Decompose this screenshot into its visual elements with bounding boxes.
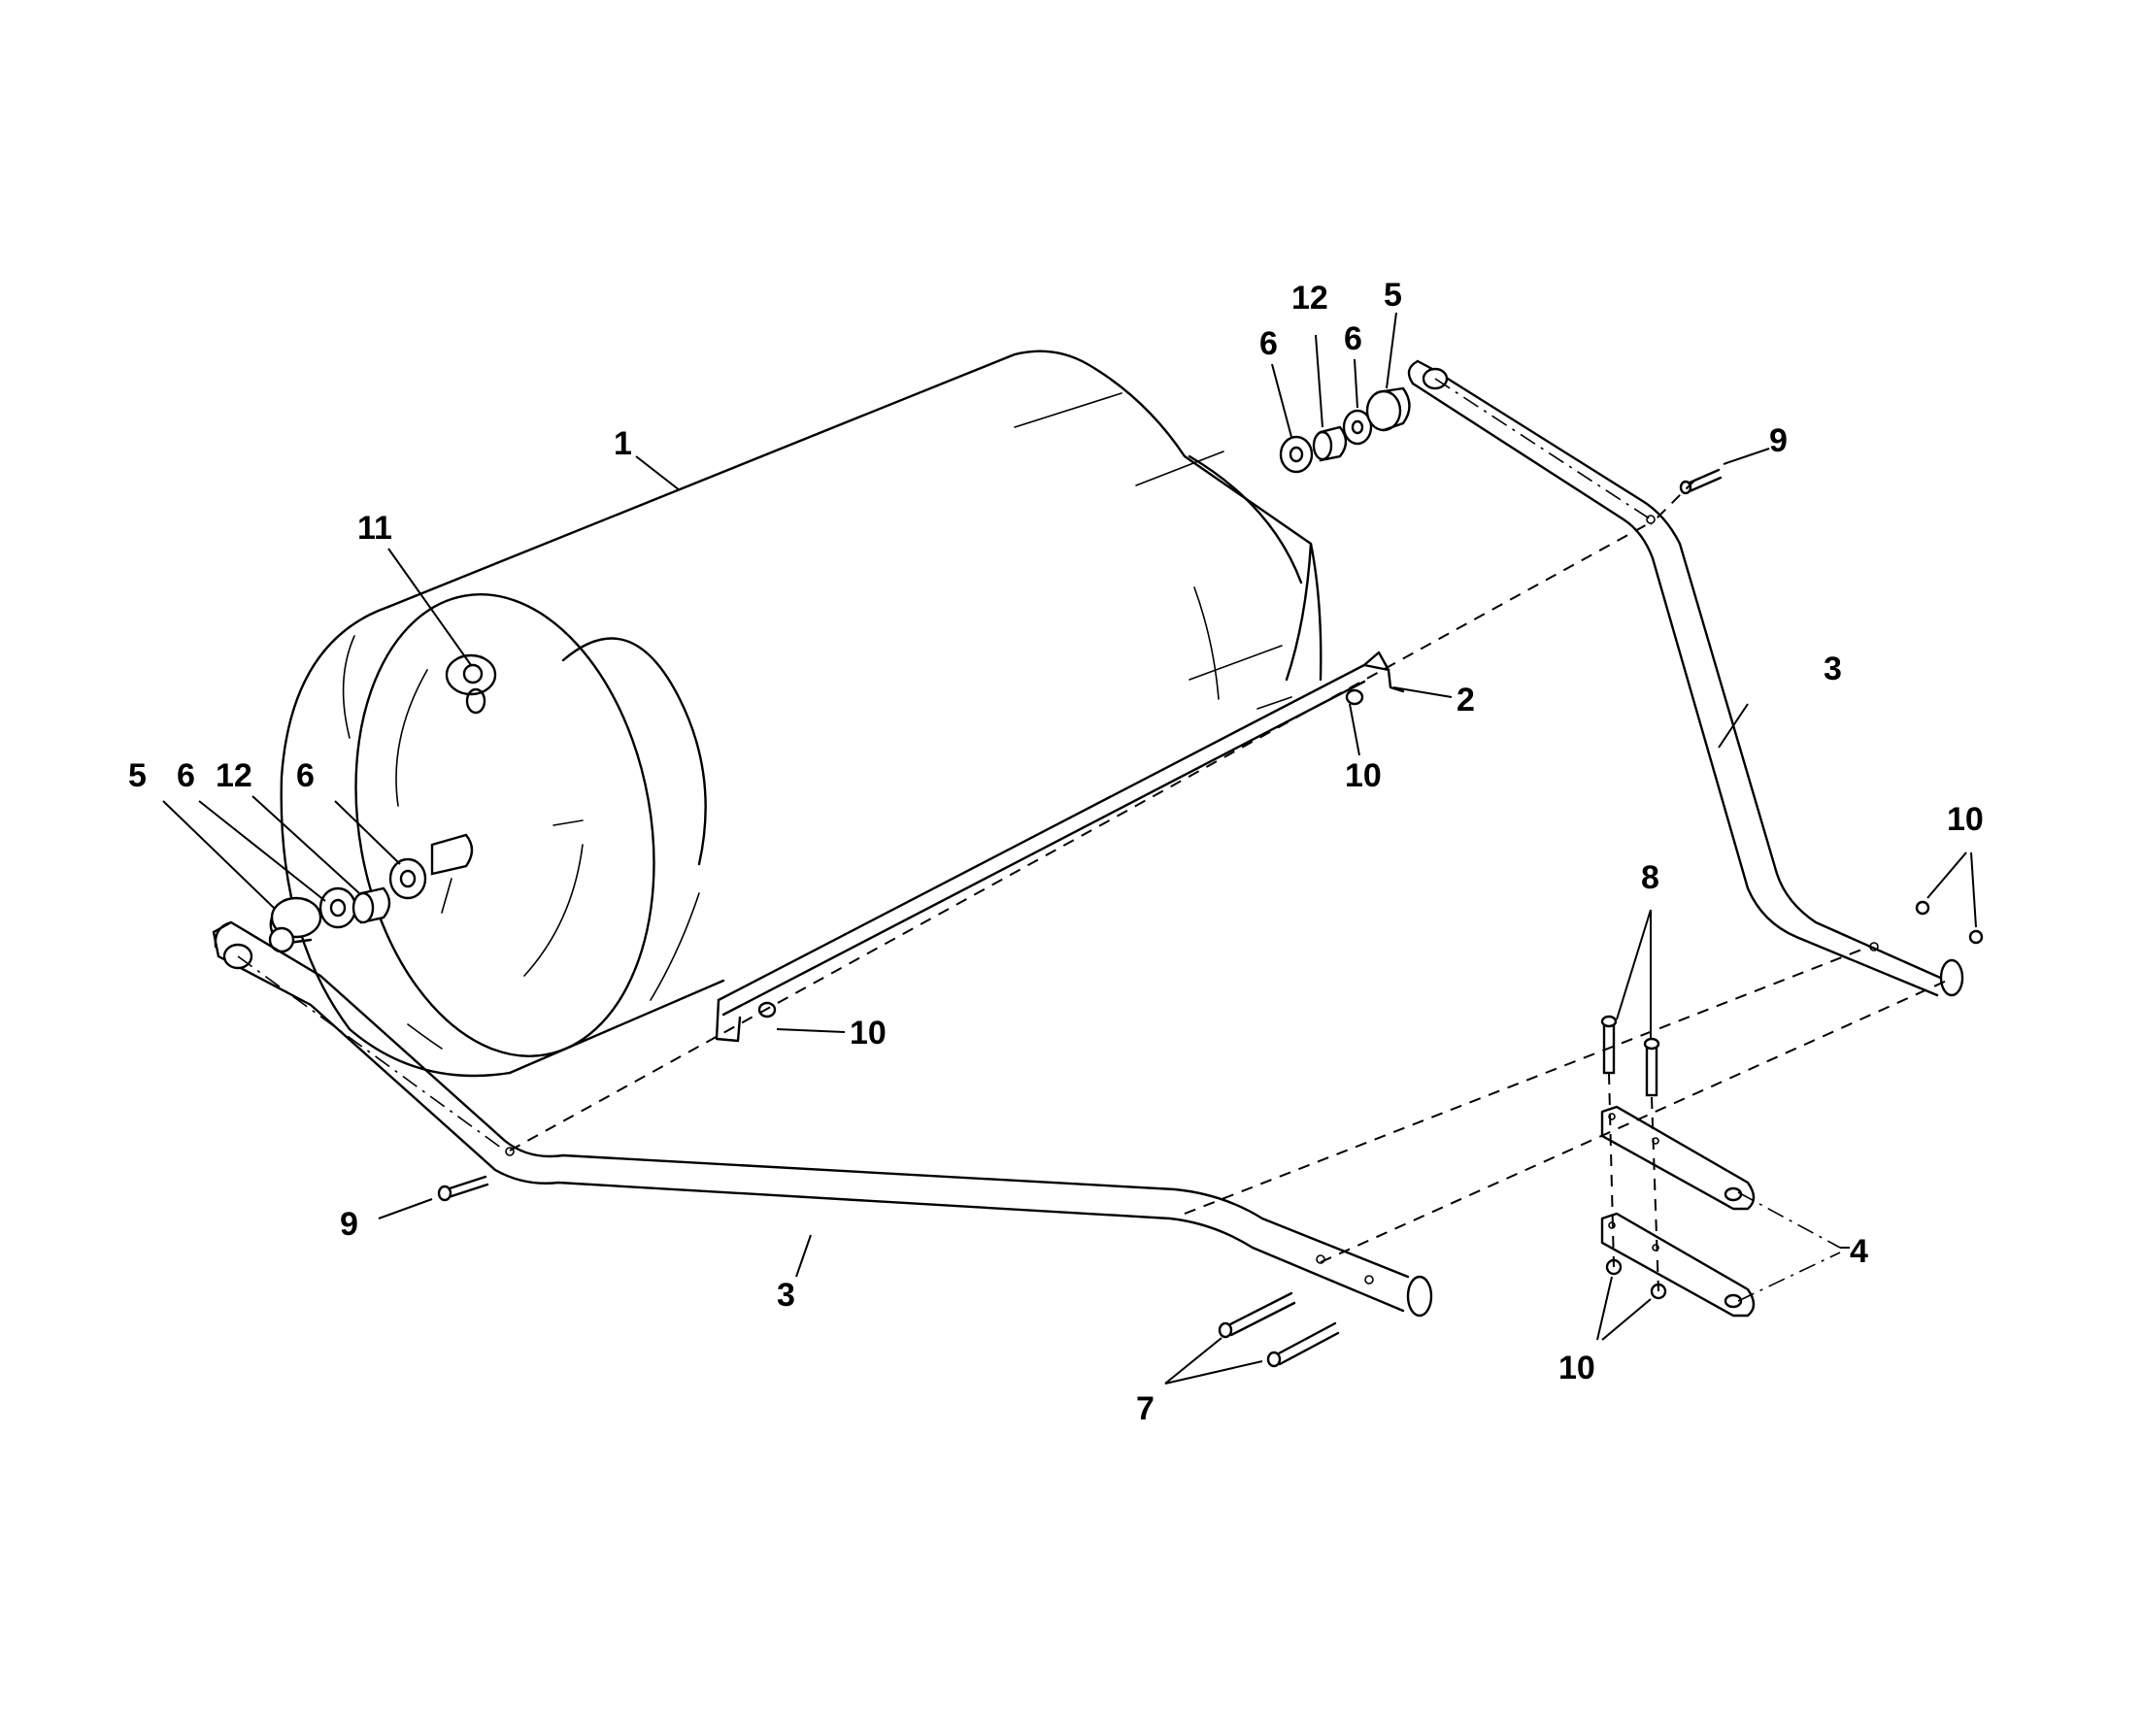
- bolts-9: [437, 468, 1723, 1202]
- callout-12-right: 12: [1291, 280, 1328, 317]
- callout-10-right-handle: 10: [1947, 801, 1984, 838]
- callout-8: 8: [1641, 859, 1659, 896]
- left-handle: [212, 920, 1433, 1318]
- callout-3-right-handle: 3: [1824, 651, 1842, 687]
- callout-10-scraper-left: 10: [850, 1015, 887, 1052]
- callout-5-left: 5: [128, 757, 147, 794]
- callout-labels: 1 2 3 3 4 5 5 6 6 6 6 7 8 9 9 10 10 10 1…: [128, 277, 1984, 1427]
- callout-12-left: 12: [216, 757, 252, 794]
- callout-3-left-handle: 3: [777, 1277, 795, 1314]
- callout-1: 1: [614, 425, 632, 462]
- assembly-lines: [237, 378, 1948, 1302]
- nuts-10: [1605, 900, 1984, 1300]
- bolts-7: [1218, 1291, 1340, 1368]
- callout-2: 2: [1457, 682, 1475, 718]
- left-bearing-stack: [268, 857, 427, 953]
- callout-7: 7: [1136, 1390, 1155, 1427]
- callout-6-left-inner: 6: [296, 757, 315, 794]
- hitch-plates: [1600, 1105, 1756, 1318]
- callout-6-right-outer: 6: [1344, 320, 1362, 357]
- callout-10-scraper-right: 10: [1345, 757, 1382, 794]
- callout-4: 4: [1850, 1233, 1868, 1270]
- roller-drum: [280, 350, 1323, 1078]
- callout-10-hitch: 10: [1558, 1350, 1595, 1386]
- right-handle: [1407, 359, 1964, 997]
- callout-5-right: 5: [1384, 277, 1402, 314]
- callout-9-left: 9: [340, 1206, 358, 1243]
- right-bearing-stack: [1279, 386, 1411, 474]
- callout-6-right-inner: 6: [1259, 325, 1278, 362]
- leader-lines: [162, 312, 1977, 1385]
- scraper-bar: [715, 651, 1405, 1043]
- callout-6-left-outer: 6: [177, 757, 195, 794]
- callout-9-right: 9: [1769, 422, 1788, 459]
- callout-11: 11: [357, 510, 392, 547]
